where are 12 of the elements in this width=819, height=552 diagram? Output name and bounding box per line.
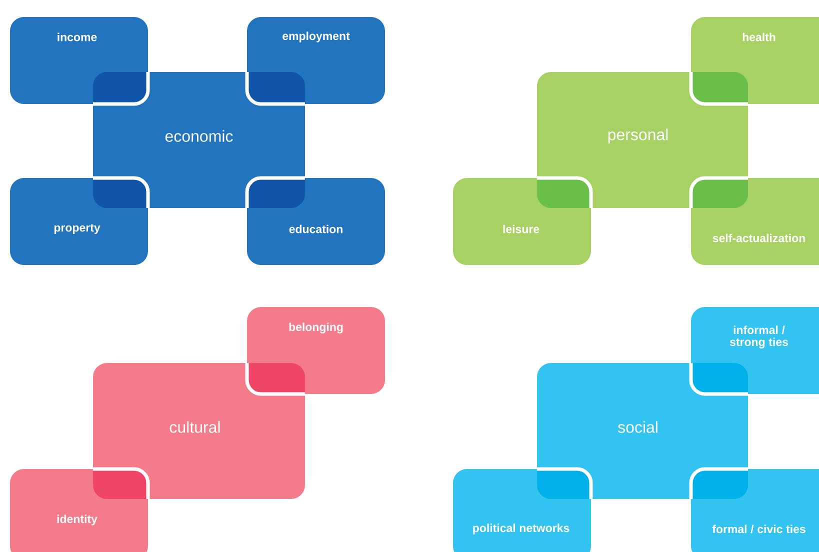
subcategory-box: education <box>245 176 385 265</box>
subcategory-box: health <box>689 17 819 106</box>
subcategory-box: property <box>10 176 150 265</box>
subcategory-box: political networks <box>453 467 593 552</box>
subcategory-box: self-actualization <box>689 176 819 265</box>
subcategory-box: employment <box>245 17 385 106</box>
subcategory-box: formal / civic ties <box>689 467 819 552</box>
subcategory-box: income <box>10 17 150 106</box>
subcategory-box: identity <box>10 467 150 552</box>
subcategory-box: informal / strong ties <box>689 307 819 396</box>
subcategory-box: belonging <box>245 307 385 396</box>
subcategory-box: leisure <box>453 176 593 265</box>
